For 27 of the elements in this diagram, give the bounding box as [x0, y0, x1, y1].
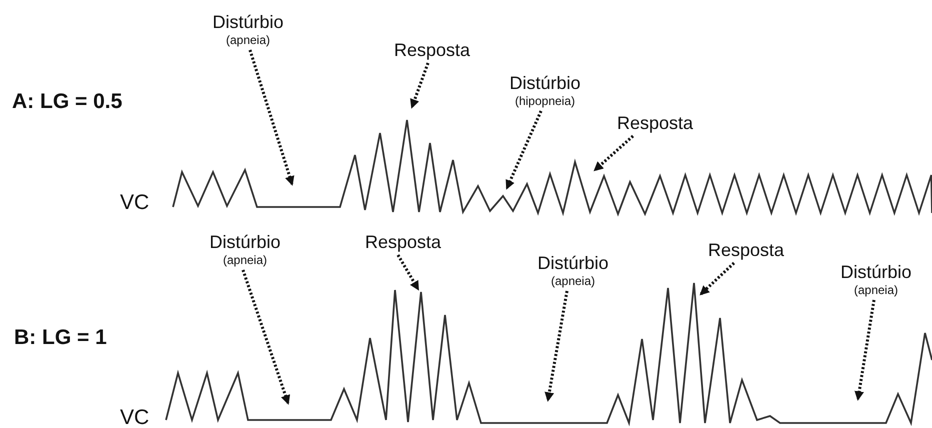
- annotation-title: Distúrbio: [212, 12, 284, 33]
- annotation-subtitle: (apneia): [222, 253, 268, 268]
- panel-label: B: LG = 1: [14, 326, 107, 350]
- dotted-arrow: [544, 290, 568, 402]
- axis-label: VC: [120, 406, 150, 428]
- dotted-arrow: [594, 134, 634, 172]
- dotted-arrow: [410, 62, 430, 109]
- dotted-arrow: [700, 262, 736, 296]
- axis-label: VC: [120, 191, 150, 215]
- annotation-title: Resposta: [364, 232, 442, 253]
- annotation-title: Resposta: [708, 240, 784, 261]
- annotation-title: Resposta: [616, 113, 694, 134]
- dotted-arrow: [248, 50, 294, 186]
- dotted-arrow: [242, 270, 290, 405]
- annotation-subtitle: (apneia): [854, 283, 898, 298]
- dotted-arrow: [854, 300, 876, 401]
- annotation-title: Distúrbio: [509, 73, 581, 94]
- annotation-title: Distúrbio: [209, 232, 281, 253]
- annotation-title: Resposta: [394, 40, 470, 61]
- dotted-arrow: [396, 254, 420, 291]
- panel-label: A: LG = 0.5: [12, 90, 122, 114]
- annotation-subtitle: (hipopneia): [514, 94, 576, 109]
- annotation-title: Distúrbio: [840, 262, 912, 283]
- annotation-subtitle: (apneia): [226, 33, 270, 48]
- annotation-title: Distúrbio: [537, 253, 609, 274]
- dotted-arrow: [506, 110, 542, 190]
- annotation-subtitle: (apneia): [550, 274, 596, 289]
